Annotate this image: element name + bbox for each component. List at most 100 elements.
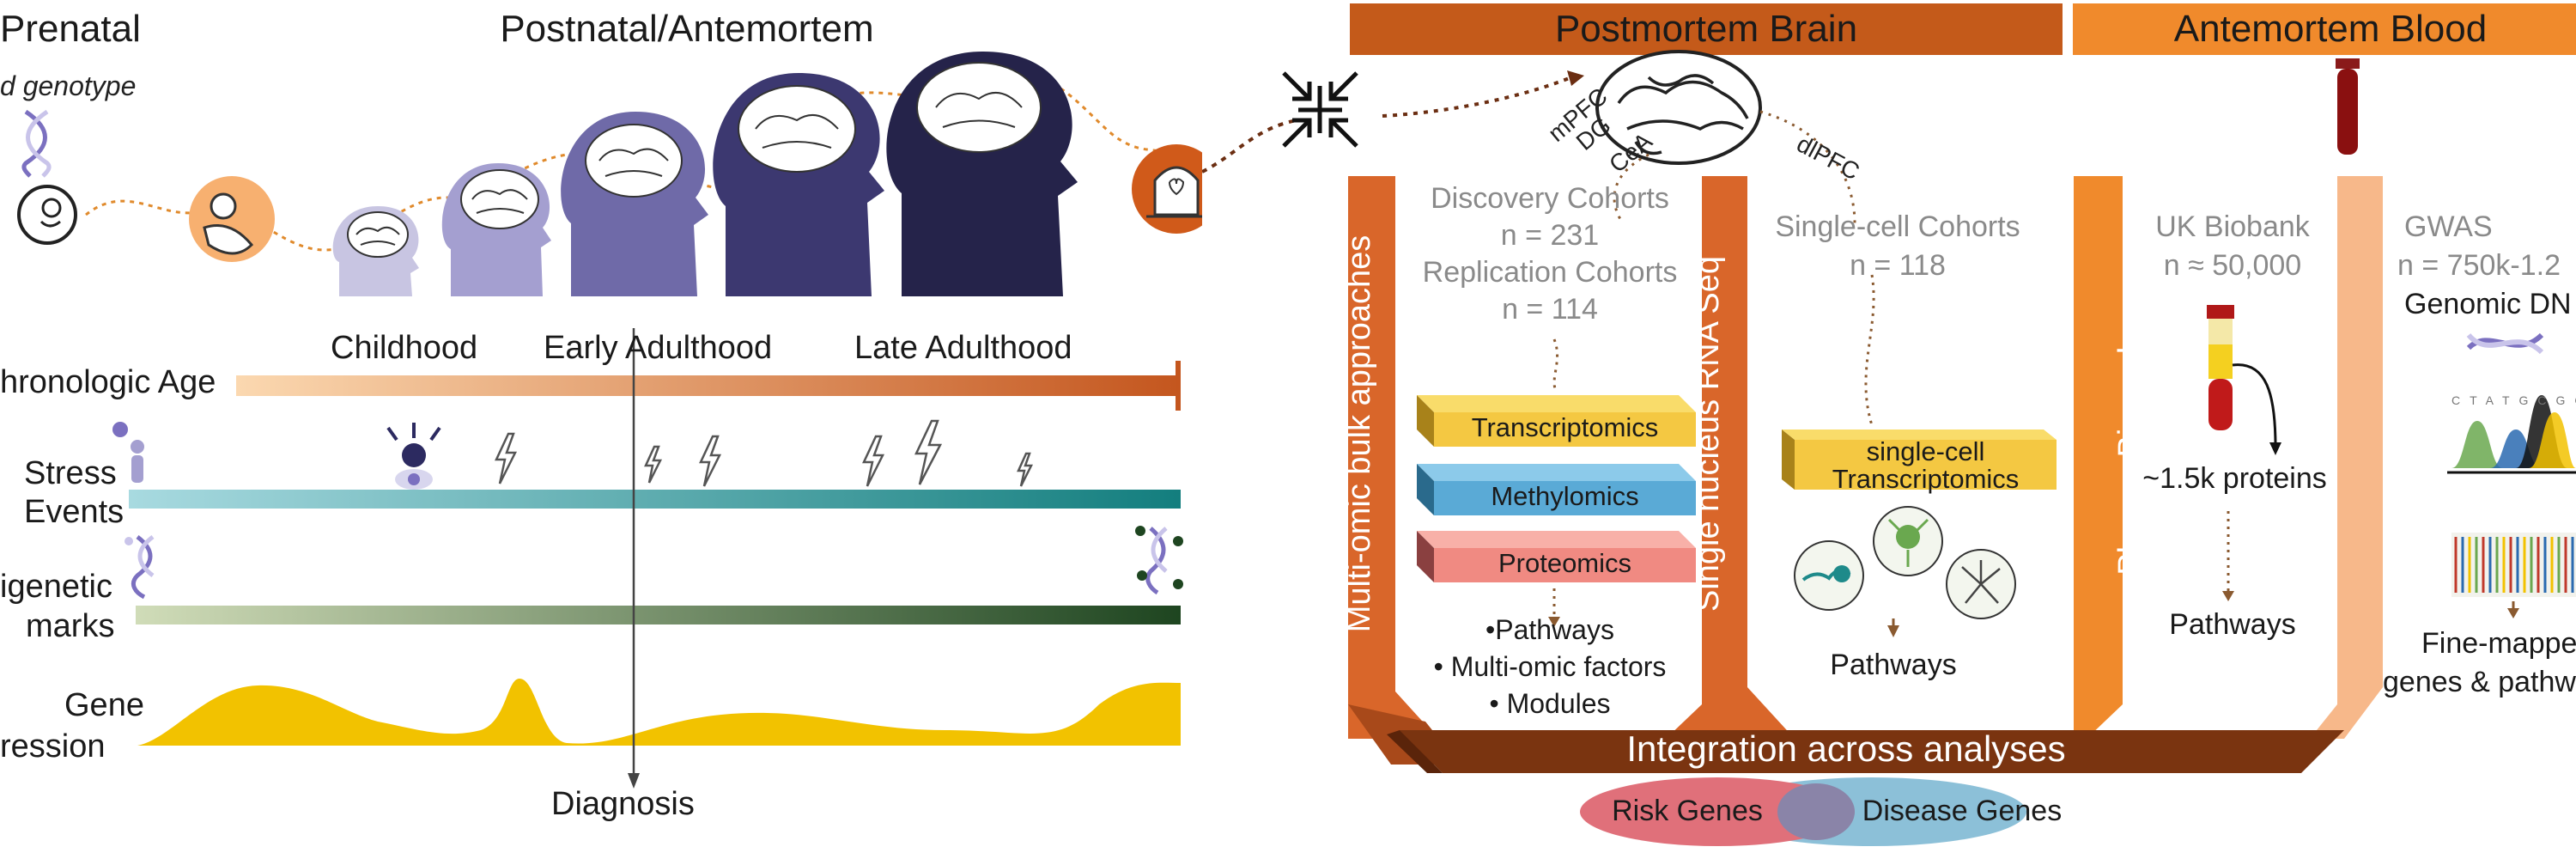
discovery-n: n = 231 bbox=[1500, 219, 1600, 252]
plasma-vertical-label: Plasma Biomarkers bbox=[2112, 292, 2148, 576]
postmortem-header: Postmortem Brain bbox=[1350, 3, 2063, 55]
postnatal-title: Postnatal/Antemortem bbox=[500, 8, 874, 50]
fetus-icon bbox=[17, 185, 77, 245]
head-adolescent-icon bbox=[441, 163, 551, 296]
bulk-pipe bbox=[1348, 176, 1438, 739]
transcriptomics-label: Transcriptomics bbox=[1471, 412, 1659, 442]
life-course-diagram bbox=[17, 52, 1202, 789]
fine-mapped-line2: genes & pathw bbox=[2383, 666, 2576, 698]
methylomics-layer bbox=[1417, 464, 1696, 515]
row-chronologic-age: hronologic Age bbox=[0, 364, 216, 400]
lightning-icon bbox=[495, 432, 518, 484]
stress-lightning-icons bbox=[495, 419, 1034, 487]
discovery-cohorts: Discovery Cohorts bbox=[1431, 182, 1669, 215]
integration-bar bbox=[1400, 730, 2344, 773]
head-young-adult-icon bbox=[561, 112, 708, 296]
brain-arrow-path bbox=[1382, 76, 1572, 118]
base-g: G bbox=[2518, 393, 2538, 407]
dna-methyl-icon-right bbox=[1135, 526, 1183, 595]
genetic-pipe bbox=[2310, 176, 2383, 739]
gwas-label: GWAS bbox=[2404, 210, 2493, 243]
stress-events-bar bbox=[129, 490, 1181, 509]
clock-person-icon bbox=[112, 422, 144, 483]
bulk-output-factors: • Multi-omic factors bbox=[1433, 651, 1667, 682]
row-events-label: Events bbox=[24, 494, 125, 530]
base-c: C bbox=[2451, 393, 2470, 407]
replication-n: n = 114 bbox=[1502, 293, 1598, 326]
row-marks-label: marks bbox=[26, 608, 115, 644]
proteomics-layer bbox=[1417, 531, 1696, 582]
chromatogram bbox=[2451, 395, 2576, 468]
sc-layer-line1: single-cell bbox=[1866, 436, 1985, 466]
genomic-dna-label: Genomic DN bbox=[2404, 288, 2572, 320]
row-stress-label: Stress bbox=[24, 455, 117, 491]
single-cell-transcriptomics-layer bbox=[1782, 430, 2057, 490]
analysis-diagram bbox=[1202, 50, 2576, 846]
genetic-dna-icon bbox=[2466, 332, 2544, 355]
bulk-output-pathways: •Pathways bbox=[1485, 614, 1614, 645]
base-a: A bbox=[2485, 393, 2502, 407]
uk-biobank: UK Biobank bbox=[2155, 210, 2310, 243]
base-t: T bbox=[2501, 393, 2519, 407]
baby-icon bbox=[189, 176, 275, 262]
collapse-arrows-icon bbox=[1282, 71, 1358, 148]
antemortem-header: Antemortem Blood bbox=[2073, 3, 2576, 55]
plasma-output-pathways: Pathways bbox=[2169, 608, 2296, 641]
snrna-vertical-label: Single nucleus RNA Seq bbox=[1690, 255, 1726, 612]
head-adult-icon bbox=[713, 73, 884, 296]
proteomics-label: Proteomics bbox=[1498, 548, 1632, 578]
blood-tube-icon bbox=[2336, 58, 2360, 155]
single-cell-cohorts: Single-cell Cohorts bbox=[1775, 210, 2020, 243]
risk-genes-label: Risk Genes bbox=[1612, 795, 1763, 827]
epigenetic-marks-bar bbox=[136, 606, 1181, 624]
transcriptomics-layer bbox=[1417, 395, 1696, 447]
separated-blood-tube-icon bbox=[2207, 305, 2234, 430]
row-expression-label: ression bbox=[0, 728, 106, 765]
bulk-vertical-label: Multi-omic bulk approaches bbox=[1341, 235, 1377, 633]
brain-icon bbox=[1595, 50, 1762, 165]
prenatal-title: Prenatal bbox=[0, 8, 141, 50]
integration-label: Integration across analyses bbox=[1626, 728, 2066, 769]
lightning-icon bbox=[699, 435, 722, 487]
base-t: T bbox=[2470, 393, 2486, 407]
snrna-pipe bbox=[1666, 176, 1795, 739]
proteins-label: ~1.5k proteins bbox=[2142, 462, 2327, 495]
lightning-icon bbox=[644, 445, 663, 484]
sc-layer-line2: Transcriptomics bbox=[1832, 464, 2020, 494]
genotype-label: d genotype bbox=[0, 70, 137, 101]
stage-early-adulthood: Early Adulthood bbox=[544, 330, 773, 366]
head-late-adult-icon bbox=[886, 52, 1078, 296]
methylomics-label: Methylomics bbox=[1491, 481, 1639, 511]
base-c: C bbox=[2537, 393, 2556, 407]
diagnosis-arrow-icon bbox=[628, 773, 640, 789]
tombstone-icon bbox=[1132, 144, 1202, 234]
uk-biobank-n: n ≈ 50,000 bbox=[2163, 249, 2302, 282]
base-calls: CTATGCGC bbox=[2451, 393, 2576, 407]
diagnosis-label: Diagnosis bbox=[551, 786, 695, 822]
base-g: G bbox=[2555, 393, 2575, 407]
replication-cohorts: Replication Cohorts bbox=[1422, 256, 1678, 289]
head-child-icon bbox=[332, 206, 419, 296]
bulk-output-modules: • Modules bbox=[1489, 688, 1611, 719]
row-epigenetic-label: igenetic bbox=[0, 569, 112, 605]
row-gene-label: Gene bbox=[64, 687, 144, 723]
stage-late-adulthood: Late Adulthood bbox=[854, 330, 1072, 366]
base-c: C bbox=[2574, 393, 2576, 407]
sc-output-pathways: Pathways bbox=[1830, 649, 1957, 681]
fine-mapped-line1: Fine-mappe bbox=[2421, 627, 2576, 660]
lightning-icon bbox=[1017, 452, 1034, 487]
cell-circles-icon bbox=[1794, 506, 2016, 619]
plasma-pipe bbox=[2074, 176, 2123, 739]
tombstone-link-path bbox=[1202, 119, 1297, 174]
gene-expression-curve bbox=[137, 679, 1181, 746]
single-cell-n: n = 118 bbox=[1850, 249, 1946, 282]
sequence-barcode bbox=[2451, 533, 2576, 597]
lightning-icon bbox=[862, 435, 885, 487]
disease-genes-label: Disease Genes bbox=[1862, 795, 2063, 827]
gwas-n: n = 750k-1.2 bbox=[2397, 249, 2561, 282]
chronologic-age-bar bbox=[236, 375, 1181, 396]
dna-methyl-icon-left bbox=[125, 535, 155, 600]
lightning-icon bbox=[914, 419, 943, 485]
stage-childhood: Childhood bbox=[331, 330, 478, 366]
dna-icon bbox=[21, 109, 52, 178]
